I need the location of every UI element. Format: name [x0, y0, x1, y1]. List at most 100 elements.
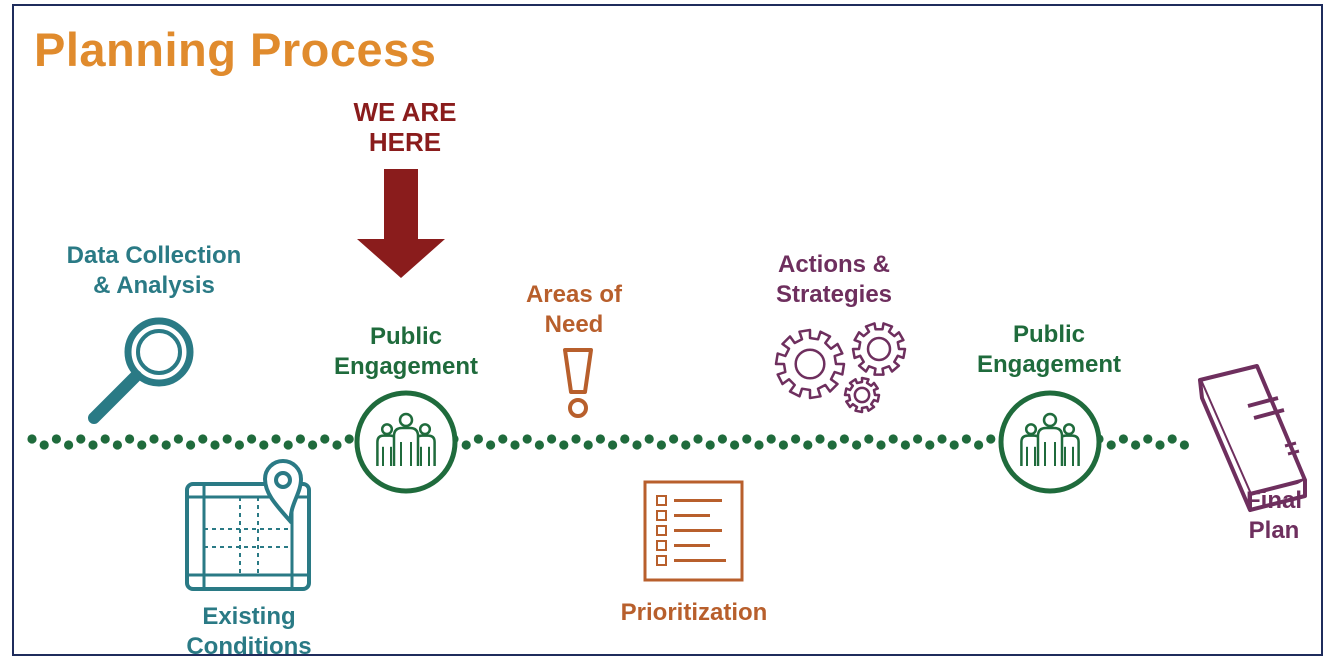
timeline-dot	[852, 440, 862, 450]
timeline-dot	[222, 434, 232, 444]
timeline-dot	[1106, 440, 1116, 450]
timeline-dot	[742, 434, 752, 444]
timeline-dot	[332, 440, 342, 450]
exclamation-icon	[563, 348, 593, 418]
timeline-dot	[88, 440, 98, 450]
timeline-dot	[937, 434, 947, 444]
timeline-dot	[510, 440, 520, 450]
timeline-dot	[247, 434, 257, 444]
step-data-collection: Data Collection & Analysis	[44, 241, 264, 301]
step-actions-strategies: Actions & Strategies	[754, 250, 914, 310]
step-label-line-1: Actions &	[777, 251, 890, 278]
timeline-dot	[559, 440, 569, 450]
timeline-dot	[1118, 434, 1128, 444]
timeline-dot	[839, 434, 850, 444]
timeline-dot	[39, 440, 49, 450]
timeline-dot	[486, 440, 496, 450]
timeline-dot	[161, 440, 171, 450]
book-icon	[1198, 364, 1307, 512]
timeline-dot	[571, 434, 581, 444]
timeline-dot	[949, 440, 959, 450]
timeline-dot	[583, 440, 593, 450]
timeline-dot	[656, 440, 667, 450]
step-public-engagement-1: Public Engagement	[306, 322, 506, 382]
timeline-dot	[888, 434, 898, 444]
timeline-dot	[754, 440, 764, 450]
timeline-dot	[778, 440, 789, 450]
step-label-line-2: Need	[544, 311, 604, 338]
step-label-line-1: Existing	[202, 603, 296, 630]
step-label-line-2: Engagement	[976, 351, 1122, 378]
timeline-dot	[295, 434, 305, 444]
timeline-dot	[1179, 440, 1189, 450]
marker-line-2: HERE	[368, 127, 442, 157]
timeline-dot	[717, 434, 728, 444]
timeline-dot	[925, 440, 935, 450]
timeline-dot	[632, 440, 642, 450]
step-prioritization: Prioritization	[620, 599, 768, 626]
timeline-dot	[644, 434, 654, 444]
timeline-dot	[210, 440, 220, 450]
timeline-dot	[283, 440, 293, 450]
timeline-dot	[498, 434, 508, 444]
timeline-dot	[344, 434, 354, 444]
checklist-icon	[643, 480, 744, 582]
people-group-icon	[354, 390, 458, 494]
timeline-dot	[730, 440, 740, 450]
step-public-engagement-2: Public Engagement	[949, 320, 1149, 380]
timeline-dot	[766, 434, 776, 444]
timeline-dot	[125, 434, 135, 444]
timeline-dot	[547, 434, 557, 444]
timeline-dot	[705, 440, 715, 450]
timeline-dot	[198, 434, 208, 444]
timeline-dot	[320, 434, 330, 444]
step-label-line-1: Final	[1245, 487, 1302, 514]
timeline-dot	[803, 440, 813, 450]
timeline-dot	[913, 434, 923, 444]
timeline-dot	[234, 440, 244, 450]
down-arrow-icon	[357, 169, 445, 278]
timeline-dot	[681, 440, 691, 450]
timeline-dot	[186, 440, 196, 450]
timeline-dot	[173, 434, 183, 444]
we-are-here-label: WE ARE HERE	[330, 97, 480, 157]
timeline-dot	[259, 440, 269, 450]
step-label-line-1: Areas of	[525, 281, 623, 308]
magnifying-glass-icon	[88, 317, 194, 424]
step-label-line-1: Data Collection	[66, 242, 242, 269]
timeline-dot	[112, 440, 122, 450]
timeline-dot	[1143, 434, 1153, 444]
gears-icon	[774, 322, 907, 414]
timeline-dot	[27, 434, 37, 444]
timeline-dot	[608, 440, 618, 450]
timeline-dot	[864, 434, 874, 444]
timeline-dot	[149, 434, 159, 444]
step-label-line-2: Conditions	[186, 633, 312, 656]
timeline-dot	[137, 440, 147, 450]
timeline-dot	[900, 440, 911, 450]
timeline-dot	[827, 440, 837, 450]
step-label-line-2: & Analysis	[93, 272, 215, 299]
marker-line-1: WE ARE	[353, 97, 457, 127]
timeline-dot	[534, 440, 545, 450]
page-title: Planning Process	[34, 23, 437, 76]
timeline-dot	[791, 434, 801, 444]
map-pin-icon	[185, 459, 311, 591]
timeline-dot	[1131, 440, 1141, 450]
timeline-dot	[595, 434, 606, 444]
step-label-line-2: Strategies	[775, 281, 893, 308]
timeline-dot	[522, 434, 532, 444]
timeline-dot	[620, 434, 630, 444]
timeline-dot	[51, 434, 62, 444]
timeline-dot	[815, 434, 825, 444]
timeline-dot	[669, 434, 679, 444]
timeline-dot	[1167, 434, 1177, 444]
timeline-dot	[974, 440, 984, 450]
timeline-dot	[693, 434, 703, 444]
timeline-dot	[961, 434, 972, 444]
timeline-dot	[876, 440, 886, 450]
timeline-dot	[308, 440, 318, 450]
timeline-dot	[64, 440, 74, 450]
step-label-line-2: Engagement	[333, 353, 479, 380]
timeline-dot	[100, 434, 110, 444]
